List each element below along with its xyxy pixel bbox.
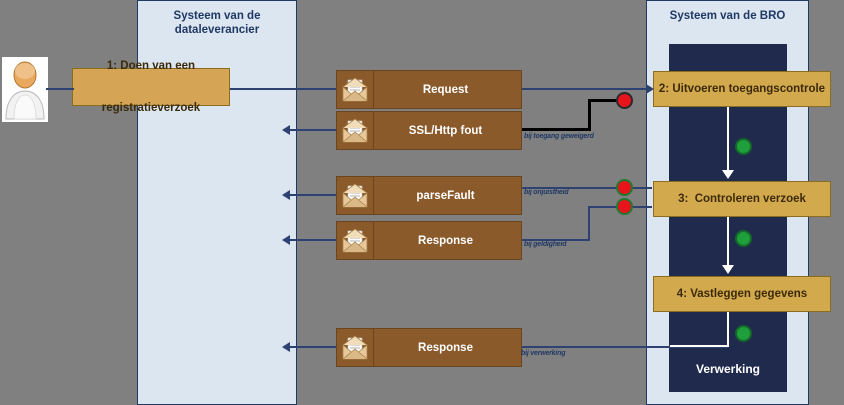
task-doen-van-een-registratieverzoek[interactable]: 1: Doen van een registratieverzoek xyxy=(72,60,230,114)
connector-task3-to-task4 xyxy=(727,217,729,271)
gateway-green-verzoek-ok[interactable] xyxy=(735,230,752,247)
swimlane-title-line2: dataleverancier xyxy=(174,24,260,36)
annotation-bij-verwerking: bij verwerking xyxy=(521,350,566,357)
arrowhead-response2-to-lane xyxy=(282,342,290,352)
annotation-bij-onjuistheid: bij onjuistheid xyxy=(524,189,569,196)
arrowhead-ssl-to-lane xyxy=(282,125,290,135)
message-request[interactable]: Request xyxy=(336,70,522,109)
actor-dataleverancier xyxy=(2,57,48,122)
connector-verwerking-to-response2 xyxy=(522,346,728,348)
message-ssl-http-fout[interactable]: SSL/Http fout xyxy=(336,111,522,150)
connector-verwerking-exit xyxy=(670,345,728,347)
connector-toegang-to-gateway xyxy=(588,99,624,102)
message-response-geldig[interactable]: Response xyxy=(336,221,522,260)
gateway-toegang-geweigerd[interactable] xyxy=(616,92,633,109)
message-response-verwerking[interactable]: Response xyxy=(336,328,522,367)
connector-response2-to-lane xyxy=(290,346,338,348)
gateway-geldigheid[interactable] xyxy=(616,198,633,215)
message-parsefault-label: parseFault xyxy=(416,189,475,202)
connector-task2-to-task3 xyxy=(727,107,729,175)
gateway-green-vastgelegd[interactable] xyxy=(735,325,752,342)
arrowhead-task2-to-task3 xyxy=(722,170,734,179)
gateway-onjuistheid[interactable] xyxy=(616,179,633,196)
message-response-1-label: Response xyxy=(418,234,473,247)
annotation-bij-toegang-geweigerd: bij toegang geweigerd xyxy=(524,133,594,140)
connector-request-to-task2 xyxy=(522,88,652,90)
envelope-icon xyxy=(337,329,374,366)
gateway-green-toegang-ok[interactable] xyxy=(735,138,752,155)
task-1-label-line1: 1: Doen van een xyxy=(106,60,196,72)
arrowhead-response1-to-lane xyxy=(282,235,290,245)
verwerking-label: Verwerking xyxy=(695,362,761,376)
envelope-icon xyxy=(337,112,374,149)
message-ssl-label: SSL/Http fout xyxy=(408,124,483,137)
envelope-icon xyxy=(337,222,374,259)
message-request-label: Request xyxy=(422,83,469,96)
swimlane-bro-title: Systeem van de BRO xyxy=(669,10,786,22)
swimlane-dataleverancier-title: Systeem van de dataleverancier xyxy=(138,9,296,37)
connector-response1-to-lane xyxy=(290,239,338,241)
connector-ssl-to-lane xyxy=(290,129,338,131)
task-uitvoeren-toegangscontrole[interactable]: 2: Uitvoeren toegangscontrole xyxy=(653,71,831,107)
task-vastleggen-gegevens[interactable]: 4: Vastleggen gegevens xyxy=(653,276,831,312)
envelope-icon xyxy=(337,71,374,108)
message-parsefault[interactable]: parseFault xyxy=(336,176,522,215)
connector-toegang-horizontal xyxy=(522,128,590,131)
arrowhead-parsefault-to-lane xyxy=(282,190,290,200)
arrowhead-to-task2 xyxy=(646,84,654,94)
connector-parsefault-to-lane xyxy=(290,194,338,196)
annotation-bij-geldigheid: bij geldigheid xyxy=(524,241,567,248)
connector-actor-to-task1 xyxy=(46,88,74,90)
connector-task4-to-verwerking xyxy=(727,312,729,347)
connector-task1-to-request xyxy=(230,88,338,90)
person-icon xyxy=(5,61,45,120)
connector-geldig-to-response xyxy=(522,239,590,241)
connector-gateway-to-parsefault xyxy=(522,187,652,189)
connector-toegang-vertical xyxy=(588,99,591,131)
swimlane-dataleverancier: Systeem van de dataleverancier xyxy=(137,0,297,405)
message-response-2-label: Response xyxy=(418,341,473,354)
arrowhead-task3-to-task4 xyxy=(722,265,734,274)
task-controleren-verzoek[interactable]: 3: Controleren verzoek xyxy=(653,181,831,217)
swimlane-title-line1: Systeem van de xyxy=(173,10,261,22)
envelope-icon xyxy=(337,177,374,214)
task-1-label-line2: registratieverzoek xyxy=(101,102,201,114)
connector-geldig-vertical xyxy=(588,206,590,241)
